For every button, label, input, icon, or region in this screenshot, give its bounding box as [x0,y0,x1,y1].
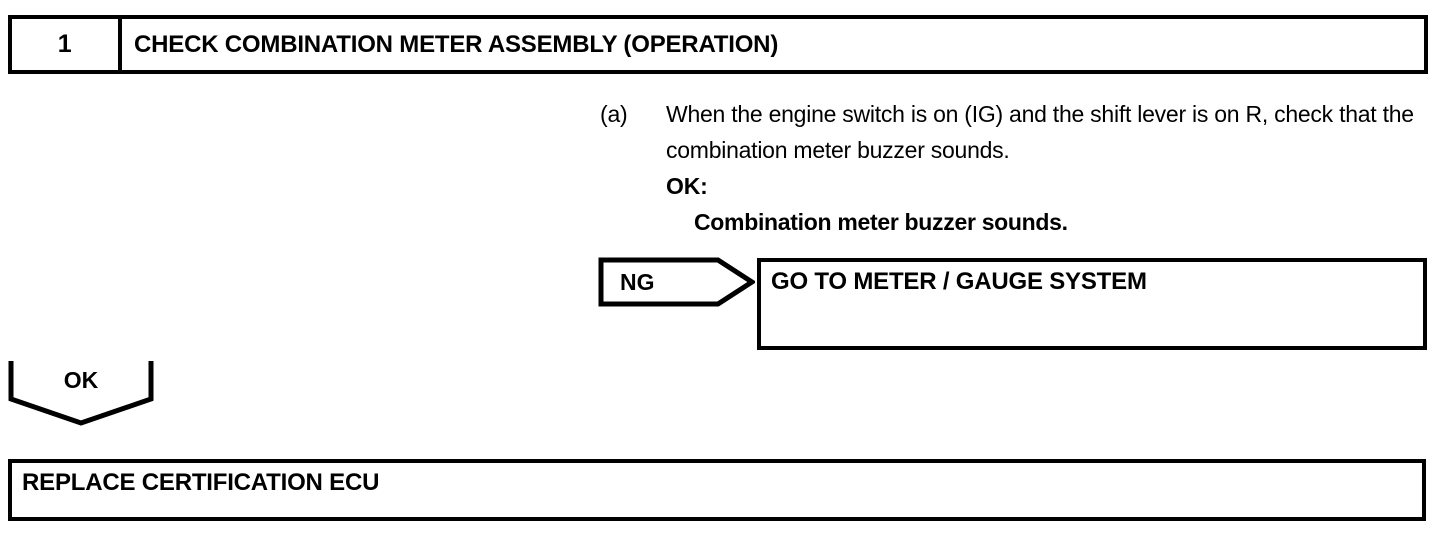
procedure-body: When the engine switch is on (IG) and th… [666,96,1430,240]
ok-branch-label: OK [63,366,99,393]
step-title: CHECK COMBINATION METER ASSEMBLY (OPERAT… [134,30,779,58]
arrow-right-icon [598,257,755,307]
procedure-block: (a) When the engine switch is on (IG) an… [600,96,1430,240]
procedure-instruction: When the engine switch is on (IG) and th… [666,101,1414,163]
ng-result-box: GO TO METER / GAUGE SYSTEM [757,258,1427,350]
ng-result-text: GO TO METER / GAUGE SYSTEM [771,268,1147,295]
procedure-item-a: (a) When the engine switch is on (IG) an… [600,96,1430,240]
step-number: 1 [12,19,122,70]
procedure-ok-value: Combination meter buzzer sounds. [694,209,1068,235]
arrow-down-icon [8,361,154,426]
ng-branch-label: NG [620,268,655,295]
ok-result-text: REPLACE CERTIFICATION ECU [22,469,380,496]
ok-result-box: REPLACE CERTIFICATION ECU [8,459,1426,521]
ng-branch-arrow: NG [598,257,755,307]
ok-branch-arrow: OK [8,361,154,427]
procedure-marker: (a) [600,101,628,127]
procedure-ok-label: OK: [666,173,708,199]
step-header-row: 1 CHECK COMBINATION METER ASSEMBLY (OPER… [8,15,1428,74]
